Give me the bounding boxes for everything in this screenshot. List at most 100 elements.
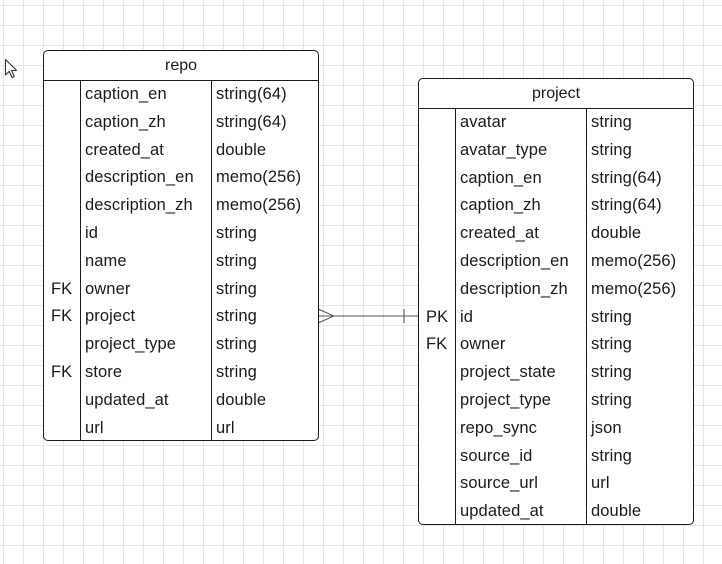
field-name: avatar (460, 113, 507, 131)
field-type: memo(256) (216, 196, 302, 215)
field-type: memo(256) (591, 279, 677, 298)
field-type: json (591, 418, 622, 437)
field-type: url (216, 418, 235, 437)
field-row[interactable]: description_en memo(256) (44, 164, 318, 192)
field-row[interactable]: name string (44, 248, 318, 276)
field-name: description_zh (460, 279, 568, 298)
field-row[interactable]: avatar string (419, 109, 693, 137)
field-type: string (216, 335, 257, 354)
field-type: url (591, 474, 610, 493)
field-type: memo(256) (591, 251, 677, 270)
field-row[interactable]: project_type string (44, 331, 318, 359)
field-name: project (85, 307, 136, 326)
field-type: string (591, 113, 632, 131)
field-key: FK (426, 335, 448, 354)
field-type: double (591, 502, 642, 521)
field-name: project_type (460, 390, 552, 409)
field-type: double (216, 140, 267, 159)
field-name: created_at (460, 224, 539, 243)
field-name: caption_zh (460, 196, 541, 215)
entity-fields: caption_en string(64) caption_zh string(64)… (44, 81, 318, 440)
field-type: string (591, 390, 632, 409)
field-type: string (591, 307, 632, 326)
field-name: avatar_type (460, 140, 548, 159)
field-name: updated_at (85, 390, 169, 409)
field-type: string (216, 223, 257, 242)
field-row[interactable]: FK owner string (419, 331, 693, 359)
field-row[interactable]: url url (44, 415, 318, 440)
field-row[interactable]: avatar_type string (419, 137, 693, 165)
field-row[interactable]: description_zh memo(256) (44, 192, 318, 220)
entity-title: project (419, 79, 693, 109)
field-type: string(64) (216, 85, 287, 103)
field-row[interactable]: repo_sync json (419, 415, 693, 443)
field-row[interactable]: caption_en string(64) (419, 165, 693, 193)
field-row[interactable]: caption_zh string(64) (419, 192, 693, 220)
field-name: description_en (85, 168, 194, 187)
field-type: string(64) (216, 112, 287, 131)
field-type: string (591, 140, 632, 159)
field-row[interactable]: FK owner string (44, 276, 318, 304)
key-column-divider (455, 109, 456, 524)
field-name: owner (85, 279, 131, 298)
field-type: memo(256) (216, 168, 302, 187)
field-type: string (216, 307, 257, 326)
field-name: store (85, 362, 123, 381)
field-key: FK (51, 279, 73, 298)
crowfoot-many-marker (317, 308, 336, 324)
field-row[interactable]: id string (44, 220, 318, 248)
field-row[interactable]: caption_en string(64) (44, 81, 318, 109)
field-row[interactable]: PK id string (419, 304, 693, 332)
field-name: caption_en (85, 85, 167, 103)
field-type: string (216, 251, 257, 270)
type-column-divider (586, 109, 587, 524)
field-name: source_id (460, 446, 533, 465)
field-name: description_zh (85, 196, 193, 215)
field-type: string (216, 279, 257, 298)
field-name: repo_sync (460, 418, 538, 437)
field-row[interactable]: caption_zh string(64) (44, 109, 318, 137)
field-name: caption_en (460, 168, 542, 187)
field-row[interactable]: project_state string (419, 359, 693, 387)
field-name: owner (460, 335, 506, 354)
field-row[interactable]: updated_at double (44, 387, 318, 415)
field-row[interactable]: created_at double (419, 220, 693, 248)
field-type: string (591, 363, 632, 382)
field-name: source_url (460, 474, 539, 493)
field-name: caption_zh (85, 112, 166, 131)
field-name: created_at (85, 140, 164, 159)
field-name: name (85, 251, 127, 270)
type-column-divider (211, 81, 212, 440)
entity-title: repo (44, 51, 318, 81)
field-row[interactable]: created_at double (44, 137, 318, 165)
field-type: double (591, 224, 642, 243)
field-row[interactable]: source_id string (419, 443, 693, 471)
field-row[interactable]: source_url url (419, 470, 693, 498)
field-type: string(64) (591, 196, 662, 215)
key-column-divider (80, 81, 81, 440)
field-name: id (85, 223, 99, 242)
field-key: PK (426, 307, 449, 326)
field-type: string(64) (591, 168, 662, 187)
field-name: id (460, 307, 474, 326)
field-type: string (216, 362, 257, 381)
cursor-arrow-icon (4, 58, 18, 79)
field-row[interactable]: FK store string (44, 359, 318, 387)
field-type: double (216, 390, 267, 409)
field-name: project_type (85, 335, 177, 354)
field-row[interactable]: description_zh memo(256) (419, 276, 693, 304)
field-row[interactable]: project_type string (419, 387, 693, 415)
field-type: string (591, 335, 632, 354)
field-row[interactable]: updated_at double (419, 498, 693, 524)
field-name: project_state (460, 363, 556, 382)
field-name: url (85, 418, 104, 437)
field-name: updated_at (460, 502, 544, 521)
field-key: FK (51, 362, 73, 381)
field-type: string (591, 446, 632, 465)
